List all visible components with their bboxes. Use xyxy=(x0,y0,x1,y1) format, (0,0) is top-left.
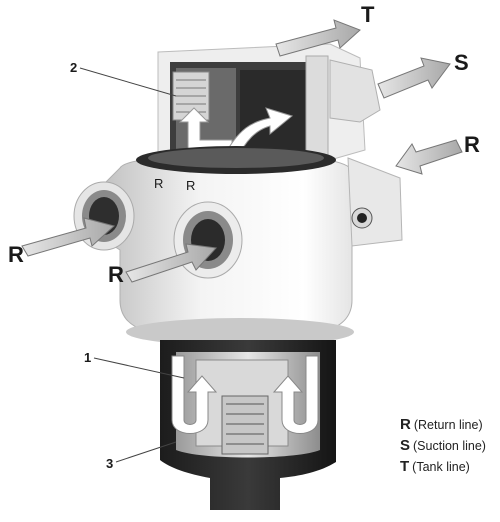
leader-line-3 xyxy=(115,441,177,463)
legend-desc: (Tank line) xyxy=(412,460,470,474)
label-right-r: R xyxy=(464,132,480,157)
label-2: 2 xyxy=(70,60,77,75)
arrow-center-r xyxy=(125,243,218,283)
body-mark-r1: R xyxy=(154,176,163,191)
filter-head xyxy=(97,146,403,341)
label-t: T xyxy=(361,2,375,27)
label-center-r: R xyxy=(108,262,124,287)
leader-line-1 xyxy=(93,357,185,379)
element-2-top xyxy=(172,71,210,121)
legend: R(Return line) S(Suction line) T(Tank li… xyxy=(400,414,486,477)
legend-key: R xyxy=(400,416,411,433)
arrow-left-r xyxy=(21,217,116,257)
leader-line-2 xyxy=(79,67,177,97)
legend-desc: (Return line) xyxy=(413,418,483,432)
arrow-s xyxy=(377,57,451,99)
legend-row-tank: T(Tank line) xyxy=(400,456,486,477)
legend-key: S xyxy=(400,437,411,454)
legend-key: T xyxy=(400,458,410,475)
legend-desc: (Suction line) xyxy=(413,439,486,453)
label-1: 1 xyxy=(84,350,91,365)
legend-row-return: R(Return line) xyxy=(400,414,486,435)
label-3: 3 xyxy=(106,456,113,471)
filter-bowl xyxy=(126,318,354,510)
center-port xyxy=(173,201,243,279)
arrow-right-r xyxy=(395,139,463,175)
body-mark-r2: R xyxy=(186,178,195,193)
label-left-r: R xyxy=(8,242,24,267)
arrow-t xyxy=(275,19,361,57)
legend-row-suction: S(Suction line) xyxy=(400,435,486,456)
label-s: S xyxy=(454,50,469,75)
bowl-flow-arrows xyxy=(171,355,319,434)
